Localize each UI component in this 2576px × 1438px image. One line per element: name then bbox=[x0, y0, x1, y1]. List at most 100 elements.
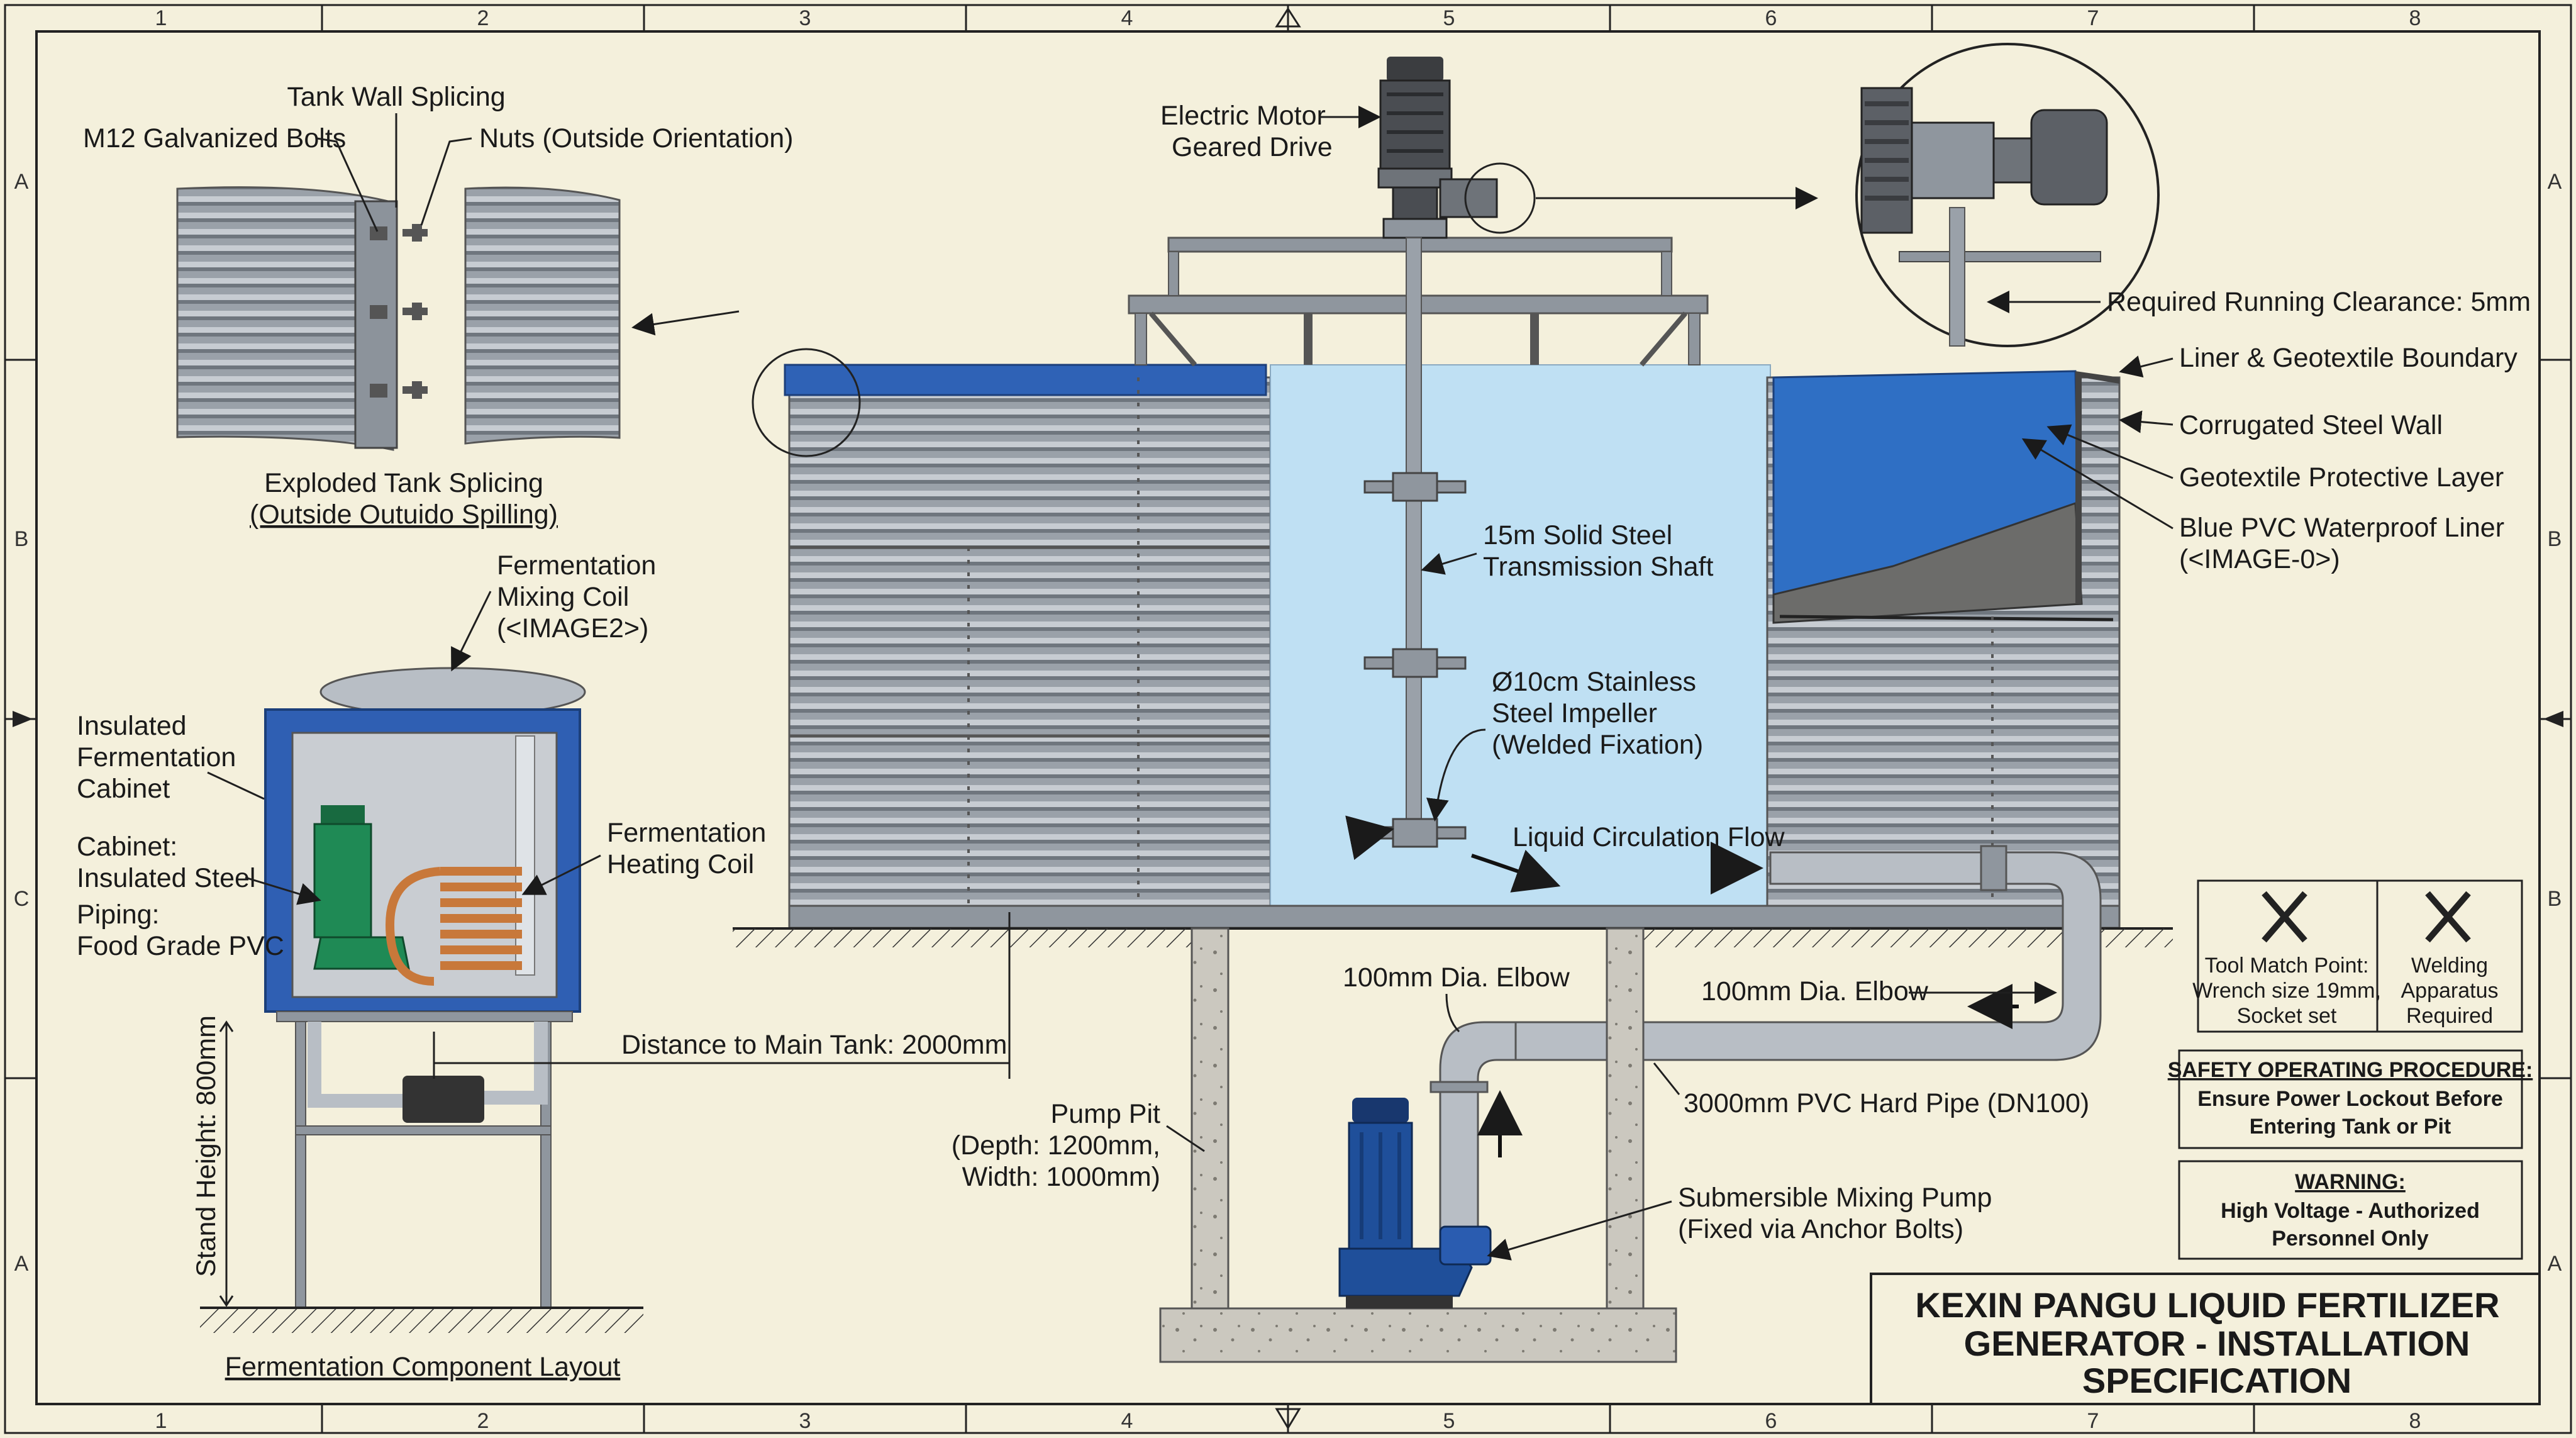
heating-coil-label-2: Heating Coil bbox=[607, 849, 754, 879]
svg-text:B: B bbox=[2548, 527, 2562, 551]
impeller-label-2: Steel Impeller bbox=[1492, 698, 1657, 728]
pump-label: Submersible Mixing Pump bbox=[1678, 1183, 1992, 1213]
green-pump-icon bbox=[313, 805, 410, 970]
distance-dimension bbox=[433, 912, 1011, 1079]
safety-line-2: Entering Tank or Pit bbox=[2250, 1115, 2451, 1139]
pump-label-2: (Fixed via Anchor Bolts) bbox=[1678, 1214, 1963, 1244]
svg-text:B: B bbox=[2548, 887, 2562, 911]
motor-support-frame bbox=[1128, 237, 1709, 367]
safety-line-1: Ensure Power Lockout Before bbox=[2197, 1087, 2503, 1111]
mixing-coil-label: Fermentation bbox=[497, 550, 656, 581]
svg-text:A: A bbox=[14, 170, 29, 194]
svg-text:1: 1 bbox=[155, 6, 167, 30]
warning-title: WARNING: bbox=[2295, 1170, 2406, 1194]
svg-text:5: 5 bbox=[1443, 6, 1455, 30]
shaft-label-2: Transmission Shaft bbox=[1483, 552, 1713, 582]
welding-text-2: Apparatus bbox=[2401, 979, 2499, 1003]
title-line-2: GENERATOR - INSTALLATION bbox=[1964, 1324, 2470, 1363]
right-wall-panel bbox=[464, 186, 621, 445]
tank-left-wall bbox=[788, 376, 1272, 929]
splice-plate bbox=[354, 200, 398, 449]
cabinet-material-label: Cabinet: bbox=[77, 832, 177, 862]
warning-line-1: High Voltage - Authorized bbox=[2221, 1199, 2480, 1223]
wrench-text-2: Wrench size 19mm, bbox=[2192, 979, 2381, 1003]
tank-floor bbox=[788, 905, 2121, 929]
geotextile-label: Geotextile Protective Layer bbox=[2179, 462, 2504, 493]
title-line-1: KEXIN PANGU LIQUID FERTILIZER bbox=[1915, 1285, 2499, 1325]
svg-text:B: B bbox=[14, 527, 29, 551]
cabinet-material-label-2: Insulated Steel bbox=[77, 863, 255, 893]
title-block bbox=[1870, 1273, 2541, 1405]
shaft-label: 15m Solid Steel bbox=[1483, 520, 1672, 550]
distance-label: Distance to Main Tank: 2000mm bbox=[621, 1030, 1007, 1060]
clearance-label: Required Running Clearance: 5mm bbox=[2107, 287, 2531, 317]
mixing-coil-label-3: (<IMAGE2>) bbox=[497, 613, 648, 644]
flow-label: Liquid Circulation Flow bbox=[1513, 822, 1785, 852]
svg-text:3: 3 bbox=[799, 1409, 811, 1433]
title-line-3: SPECIFICATION bbox=[2082, 1361, 2351, 1400]
copper-coil-icon bbox=[385, 867, 522, 986]
svg-text:3: 3 bbox=[799, 6, 811, 30]
pipe-label: 3000mm PVC Hard Pipe (DN100) bbox=[1684, 1088, 2089, 1118]
splicing-detail bbox=[176, 186, 740, 451]
pvc-liner-label-2: (<IMAGE-0>) bbox=[2179, 544, 2340, 574]
impeller-label-3: (Welded Fixation) bbox=[1492, 730, 1703, 760]
submersible-pump-icon bbox=[1338, 1098, 1492, 1308]
svg-text:4: 4 bbox=[1121, 6, 1133, 30]
impellers bbox=[1363, 472, 1467, 848]
stand-height-dimension bbox=[219, 1020, 234, 1307]
fermentation-cabinet bbox=[200, 667, 643, 1333]
safety-panel bbox=[2178, 1049, 2523, 1149]
svg-text:A: A bbox=[2548, 170, 2562, 194]
svg-text:C: C bbox=[14, 887, 30, 911]
pit-label-3: Width: 1000mm) bbox=[962, 1162, 1160, 1192]
svg-text:A: A bbox=[14, 1252, 29, 1276]
welding-text-3: Required bbox=[2406, 1004, 2493, 1028]
cabinet-caption: Fermentation Component Layout bbox=[225, 1352, 621, 1382]
steel-wall-label: Corrugated Steel Wall bbox=[2179, 410, 2443, 440]
left-wall-panel bbox=[176, 186, 394, 451]
svg-text:7: 7 bbox=[2087, 6, 2099, 30]
mixing-coil-label-2: Mixing Coil bbox=[497, 582, 629, 612]
transmission-shaft bbox=[1406, 237, 1422, 839]
row-labels: A B C A A B B A bbox=[14, 170, 2562, 1276]
liner-edge bbox=[2075, 371, 2119, 604]
svg-text:5: 5 bbox=[1443, 1409, 1455, 1433]
pit-label-2: (Depth: 1200mm, bbox=[952, 1130, 1160, 1161]
centering-marks bbox=[13, 7, 2563, 1430]
liner-boundary-label: Liner & Geotextile Boundary bbox=[2179, 343, 2518, 373]
svg-text:6: 6 bbox=[1765, 6, 1777, 30]
impeller-label: Ø10cm Stainless bbox=[1492, 667, 1696, 697]
hammer-icon bbox=[2425, 891, 2471, 943]
coupling-detail bbox=[1855, 43, 2160, 347]
electric-motor-icon bbox=[1377, 57, 1536, 239]
wrench-text: Tool Match Point: bbox=[2205, 954, 2369, 978]
bolt-icon bbox=[370, 224, 428, 399]
svg-text:1: 1 bbox=[155, 1409, 167, 1433]
splicing-caption-sub: (Outside Outuido Spilling) bbox=[250, 499, 558, 530]
bolts-label: M12 Galvanized Bolts bbox=[83, 123, 346, 153]
safety-title: SAFETY OPERATING PROCEDURE: bbox=[2168, 1058, 2533, 1082]
elbow-right-label: 100mm Dia. Elbow bbox=[1701, 976, 1929, 1006]
piping-label-2: Food Grade PVC bbox=[77, 931, 284, 961]
svg-text:7: 7 bbox=[2087, 1409, 2099, 1433]
splicing-title: Tank Wall Splicing bbox=[287, 82, 505, 112]
svg-text:8: 8 bbox=[2409, 6, 2421, 30]
splicing-caption: Exploded Tank Splicing bbox=[264, 468, 543, 498]
insulated-cabinet-label-3: Cabinet bbox=[77, 774, 170, 804]
warning-panel bbox=[2178, 1160, 2523, 1260]
tank-top-rim bbox=[784, 364, 1267, 396]
svg-text:A: A bbox=[2548, 1252, 2562, 1276]
welding-text: Welding bbox=[2411, 954, 2488, 978]
svg-text:8: 8 bbox=[2409, 1409, 2421, 1433]
svg-text:2: 2 bbox=[477, 6, 489, 30]
nuts-label: Nuts (Outside Orientation) bbox=[479, 123, 793, 153]
insulated-cabinet-label: Insulated bbox=[77, 711, 187, 741]
geotextile-layer bbox=[1772, 501, 2083, 624]
insulated-cabinet-label-2: Fermentation bbox=[77, 742, 236, 772]
motor-label: Electric Motor bbox=[1160, 101, 1326, 131]
heating-coil-label: Fermentation bbox=[607, 818, 766, 848]
svg-text:2: 2 bbox=[477, 1409, 489, 1433]
main-tank bbox=[733, 348, 2173, 947]
